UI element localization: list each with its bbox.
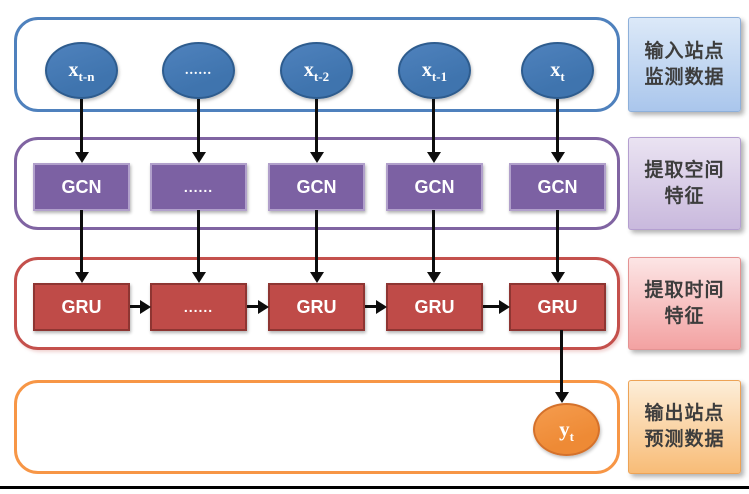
side-label-line: 特征: [664, 305, 705, 327]
down-arrow: [556, 210, 559, 272]
output-node-yt: yt: [533, 403, 600, 456]
down-arrow: [80, 99, 83, 152]
input-node-xt: xt: [521, 42, 594, 99]
down-arrow: [315, 99, 318, 152]
down-arrow: [432, 99, 435, 152]
gcn-node-ellipsis: ......: [150, 163, 247, 211]
side-label-temporal-features: 提取时间 特征: [628, 257, 741, 350]
input-node-xt2: xt-2: [280, 42, 353, 99]
bottom-divider-line: [0, 486, 749, 489]
down-arrow: [432, 210, 435, 272]
down-arrow: [315, 210, 318, 272]
right-arrow: [483, 305, 499, 308]
side-label-line: 提取时间: [644, 279, 725, 301]
gcn-node-5: GCN: [509, 163, 606, 211]
output-row-container: [14, 380, 620, 474]
down-arrow: [556, 99, 559, 152]
right-arrow: [130, 305, 140, 308]
node-label: y: [559, 417, 570, 441]
gru-node-1: GRU: [33, 283, 130, 331]
side-label-line: 输出站点: [644, 403, 725, 424]
side-label-line: 输入站点: [644, 40, 725, 62]
gru-node-5: GRU: [509, 283, 606, 331]
side-label-line: 监测数据: [644, 66, 725, 88]
input-node-xtn: xt-n: [45, 42, 118, 99]
down-arrow: [197, 210, 200, 272]
right-arrow: [365, 305, 376, 308]
node-label: x: [303, 59, 314, 81]
gcn-node-3: GCN: [268, 163, 365, 211]
side-label-line: 提取空间: [644, 159, 725, 181]
input-node-xt1: xt-1: [398, 42, 471, 99]
gcn-node-1: GCN: [33, 163, 130, 211]
right-arrow: [247, 305, 258, 308]
input-node-ellipsis: ......: [162, 42, 235, 99]
node-label: x: [421, 59, 432, 81]
side-label-spatial-features: 提取空间 特征: [628, 137, 741, 230]
down-arrow: [80, 210, 83, 272]
gru-node-3: GRU: [268, 283, 365, 331]
gru-node-4: GRU: [386, 283, 483, 331]
down-arrow: [197, 99, 200, 152]
side-label-line: 特征: [664, 185, 705, 207]
down-arrow: [560, 330, 563, 392]
side-label-input-data: 输入站点 监测数据: [628, 17, 741, 112]
node-label: x: [550, 59, 561, 81]
side-label-line: 预测数据: [644, 429, 725, 450]
node-label: ......: [185, 62, 212, 78]
gcn-node-4: GCN: [386, 163, 483, 211]
node-label: x: [68, 59, 79, 81]
gru-node-ellipsis: ......: [150, 283, 247, 331]
side-label-output-data: 输出站点 预测数据: [628, 380, 741, 474]
